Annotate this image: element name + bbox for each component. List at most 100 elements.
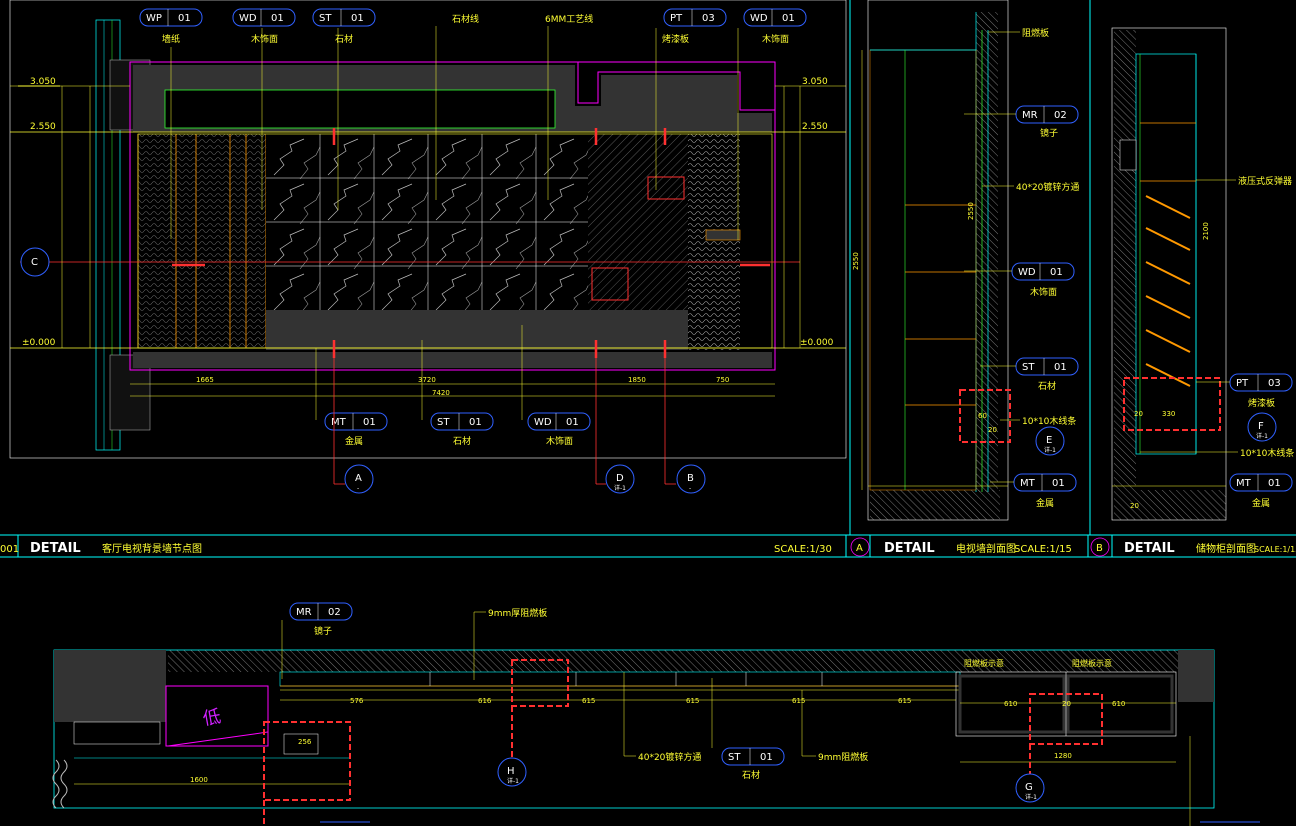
callout-g: G: [1025, 782, 1033, 793]
tag-label: 石材: [453, 435, 471, 447]
section-b-detail: 2100 20 330 20 液压式反弹器 10*10木线条 PT 03 烤漆板…: [1112, 30, 1294, 520]
plan-dim-616: 616: [478, 697, 492, 705]
tag-num: 01: [760, 752, 773, 763]
tag-code: WD: [750, 13, 768, 24]
tag-code: MT: [1236, 478, 1252, 489]
tag-code: MR: [1022, 110, 1038, 121]
tag-code: ST: [437, 417, 450, 428]
note-rebounder: 液压式反弹器: [1238, 175, 1292, 187]
callout-h-sub: 详-1: [507, 777, 519, 785]
tag-code: MT: [1020, 478, 1036, 489]
level-markers: 3.050 2.550 ±0.000 3.050 2.550 ±0.000: [18, 77, 834, 348]
title-scale-3: SCALE:1/15: [1254, 545, 1296, 554]
plan-dim-615b: 615: [686, 697, 699, 705]
title-num-2: A: [856, 543, 863, 554]
dim-b-330: 330: [1162, 410, 1175, 418]
plan-dim-615a: 615: [582, 697, 595, 705]
callout-a: A: [355, 473, 362, 484]
dim-1850: 1850: [628, 376, 646, 384]
plan-detail: 低 576 616 615 615 615 615 610 20 610: [52, 602, 1260, 826]
dim-a-2550b: 2550: [967, 202, 975, 220]
tag-label: 石材: [335, 33, 353, 45]
tag-label: 木饰面: [1030, 286, 1057, 298]
callout-d: D: [616, 473, 624, 484]
dim-a-2550: 2550: [852, 252, 860, 270]
section-a-detail: 2550 2550 60 20 阻燃板 40*20镀锌方通 10*10木线条 M…: [852, 0, 1079, 521]
tag-label: 石材: [1038, 380, 1056, 392]
level-0-left: ±0.000: [22, 338, 56, 348]
plan-label-1: 阻燃板示意: [964, 658, 1004, 668]
tag-code: WD: [1018, 267, 1036, 278]
tag-num: 01: [1054, 362, 1067, 373]
callout-g-sub: 详-1: [1025, 793, 1037, 801]
plan-dim-256: 256: [298, 738, 312, 746]
tag-label: 镜子: [1040, 127, 1058, 139]
plan-note-board: 9mm阻燃板: [818, 751, 868, 763]
elevation-section-callouts: A - D 详-1 B -: [333, 358, 706, 494]
plan-dim-1600: 1600: [190, 776, 208, 784]
title-num-3: B: [1096, 543, 1103, 554]
elevation-bottom-tags: MT 01 金属 ST 01 石材 WD 01 木饰面: [315, 325, 591, 447]
plan-dim-615c: 615: [792, 697, 805, 705]
tag-num: 03: [702, 13, 715, 24]
tag-num: 02: [328, 607, 341, 618]
tag-num: 01: [351, 13, 364, 24]
plan-dim-20: 20: [1062, 700, 1071, 708]
title-word-3: DETAIL: [1124, 541, 1175, 556]
callout-c: C: [31, 257, 38, 268]
callout-b: B: [687, 473, 694, 484]
title-name-2: 电视墙剖面图: [956, 542, 1016, 555]
plan-dim-1280: 1280: [1054, 752, 1072, 760]
frames: [0, 0, 1296, 558]
callout-f-sub: 详-1: [1256, 432, 1268, 440]
tag-code: MR: [296, 607, 312, 618]
tag-label: 金属: [1036, 497, 1054, 509]
title-scale-1: SCALE:1/30: [774, 544, 832, 555]
dim-b-20b: 20: [1130, 502, 1139, 510]
callout-b-sub: -: [689, 485, 691, 492]
plan-magenta-char: 低: [201, 706, 222, 730]
dim-3720: 3720: [418, 376, 436, 384]
tag-num: 01: [782, 13, 795, 24]
tag-num: 01: [469, 417, 482, 428]
tag-num: 02: [1054, 110, 1067, 121]
tag-num: 01: [271, 13, 284, 24]
tag-code: ST: [319, 13, 332, 24]
dim-750: 750: [716, 376, 729, 384]
tag-code: PT: [1236, 378, 1249, 389]
note-wood-trim-a: 10*10木线条: [1022, 415, 1076, 427]
level-3050-left: 3.050: [30, 77, 56, 87]
title-scale-2: SCALE:1/15: [1014, 544, 1072, 555]
dim-1665: 1665: [196, 376, 214, 384]
title-name-3: 储物柜剖面图: [1196, 542, 1256, 555]
plan-dim-610a: 610: [1004, 700, 1017, 708]
tag-code: WD: [239, 13, 257, 24]
plan-note-top: 9mm厚阻燃板: [488, 607, 547, 619]
tag-code: WD: [534, 417, 552, 428]
dim-a-60: 60: [978, 412, 987, 420]
note-6mm-groove: 6MM工艺线: [545, 13, 593, 25]
tag-label: 木饰面: [251, 33, 278, 45]
tag-num: 01: [566, 417, 579, 428]
title-word-2: DETAIL: [884, 541, 935, 556]
callout-f: F: [1258, 421, 1264, 432]
level-0-right: ±0.000: [800, 338, 834, 348]
tag-code: MT: [331, 417, 347, 428]
level-2550-right: 2.550: [802, 122, 828, 132]
dim-b-2100: 2100: [1202, 222, 1210, 240]
tag-code: PT: [670, 13, 683, 24]
tag-num: 01: [363, 417, 376, 428]
tag-label: 烤漆板: [662, 33, 689, 45]
tag-label: 石材: [742, 769, 760, 781]
tag-label: 木饰面: [762, 33, 789, 45]
tv-wall-elevation: 1665 3720 1850 750 7420 3.050 2.550 ±0.0…: [10, 8, 846, 494]
tag-num: 01: [1052, 478, 1065, 489]
title-num-1: 001: [0, 544, 19, 555]
dim-7420: 7420: [432, 389, 450, 397]
callout-e: E: [1046, 435, 1052, 446]
note-fireboard: 阻燃板: [1022, 27, 1049, 39]
dim-b-20: 20: [1134, 410, 1143, 418]
tag-num: 03: [1268, 378, 1281, 389]
plan-dim-610b: 610: [1112, 700, 1125, 708]
title-word-1: DETAIL: [30, 541, 81, 556]
